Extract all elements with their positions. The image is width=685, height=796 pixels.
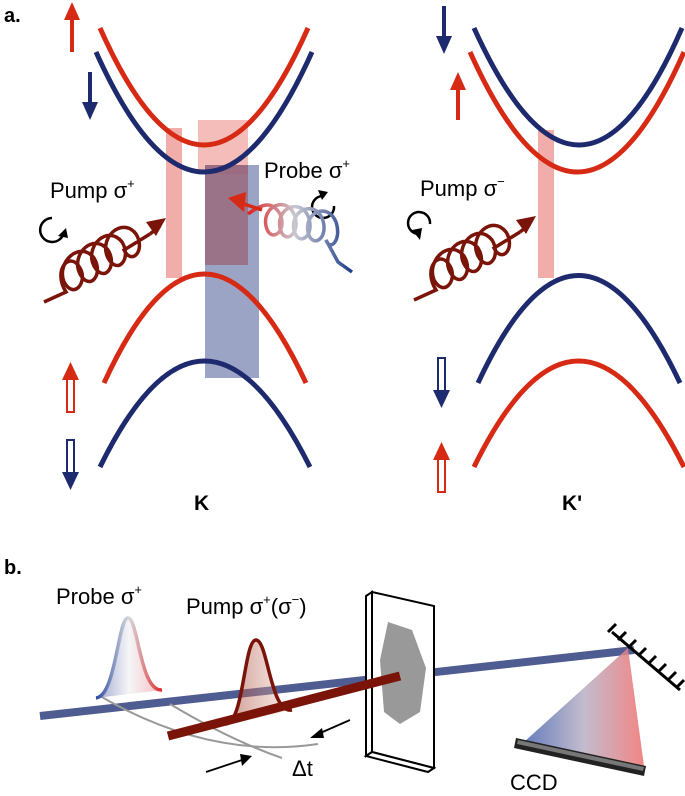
kprime-conduction-band-navy bbox=[471, 26, 685, 148]
pump-transition-band bbox=[166, 128, 182, 278]
spin-up-arrow-red bbox=[450, 72, 466, 120]
kprime-valence-band-red bbox=[471, 358, 685, 469]
pump-beam bbox=[166, 671, 402, 741]
k-conduction-band-red bbox=[97, 26, 311, 148]
spin-down-arrow-navy bbox=[436, 6, 452, 54]
panel-a-letter: a. bbox=[4, 5, 21, 27]
kprime-pump-label: Pump σ− bbox=[420, 174, 505, 201]
k-conduction-band-navy bbox=[93, 50, 315, 175]
k-probe-label: Probe σ+ bbox=[264, 156, 350, 183]
delay-arrow bbox=[310, 719, 351, 738]
k-valley-label: K bbox=[194, 492, 209, 515]
probe-beam bbox=[39, 646, 635, 720]
k-pump-label: Pump σ+ bbox=[50, 176, 135, 203]
delay-label: Δt bbox=[292, 756, 313, 781]
pump-pulse-label: Pump σ+(σ−) bbox=[186, 592, 307, 619]
circular-polarization-icon bbox=[406, 210, 432, 240]
probe-transition-overlap bbox=[205, 165, 248, 265]
ccd-label: CCD bbox=[510, 770, 558, 795]
panel-b-letter: b. bbox=[4, 557, 22, 579]
diffraction-grating bbox=[606, 622, 685, 692]
circular-polarization-icon bbox=[310, 190, 336, 220]
k-valence-band-red bbox=[101, 271, 309, 385]
probe-photon-helix bbox=[246, 202, 354, 274]
circular-polarization-icon bbox=[38, 216, 68, 244]
kprime-conduction-band-red bbox=[467, 50, 685, 175]
sample-plate bbox=[363, 590, 437, 774]
kprime-pump-transition-band bbox=[538, 130, 554, 278]
probe-pulse-label: Probe σ+ bbox=[56, 582, 142, 609]
pump-photon-helix bbox=[413, 216, 536, 302]
kprime-valley-label: K' bbox=[562, 492, 582, 515]
kprime-valence-band-navy bbox=[475, 273, 683, 385]
hollow-spin-down-arrow-navy bbox=[62, 439, 79, 490]
sample-flake bbox=[380, 622, 426, 724]
probe-pulse bbox=[95, 616, 163, 700]
spin-down-arrow-navy bbox=[82, 72, 98, 120]
diffracted-spectrum bbox=[524, 648, 644, 766]
hollow-spin-up-arrow-red bbox=[433, 442, 450, 493]
delay-arrow bbox=[205, 754, 252, 773]
pump-photon-helix bbox=[43, 218, 166, 304]
spin-up-arrow-red bbox=[64, 2, 80, 52]
k-valence-band-navy bbox=[97, 358, 313, 469]
ccd-detector bbox=[514, 738, 646, 776]
pump-path-guide bbox=[169, 703, 283, 759]
probe-path-guide bbox=[99, 695, 319, 749]
hollow-spin-up-arrow-red bbox=[62, 362, 79, 413]
hollow-spin-down-arrow-navy bbox=[433, 357, 450, 408]
probe-arrow-head bbox=[228, 192, 263, 212]
pump-pulse bbox=[225, 638, 293, 726]
